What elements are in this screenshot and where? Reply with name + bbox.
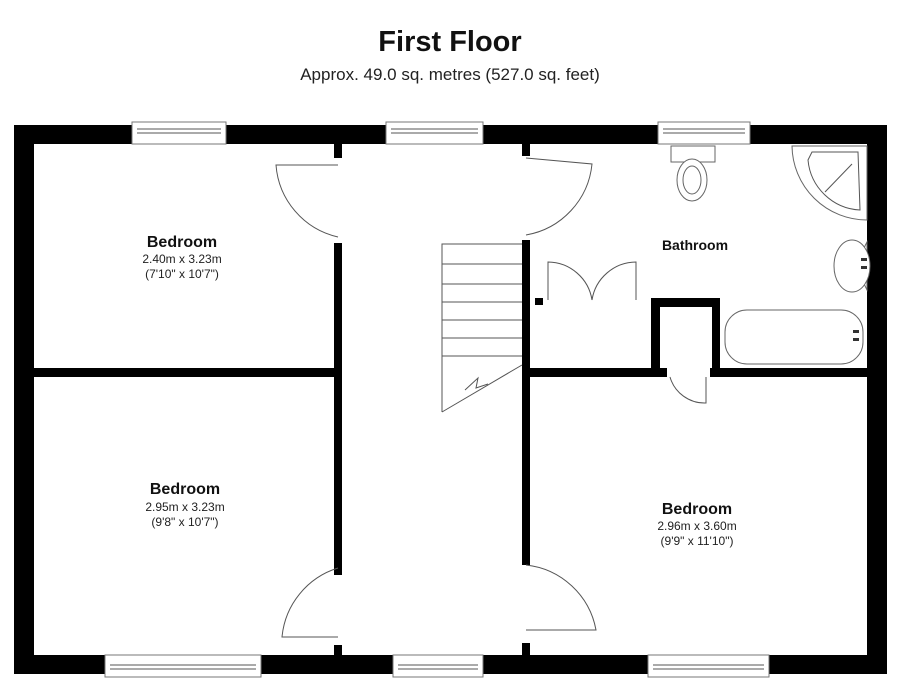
- room-name: Bathroom: [662, 237, 728, 253]
- room-bathroom: Bathroom: [662, 237, 728, 253]
- outer-walls: [14, 125, 887, 674]
- room-size-metric: 2.96m x 3.60m: [657, 519, 736, 533]
- room-size-imperial: (9'9" x 11'10"): [661, 534, 734, 548]
- interior-walls: [34, 144, 867, 655]
- shower-icon: [791, 145, 868, 221]
- door-swing: [525, 564, 597, 631]
- window: [392, 654, 484, 678]
- floor-area: Approx. 49.0 sq. metres (527.0 sq. feet): [300, 65, 600, 84]
- door-swing: [525, 157, 593, 236]
- cupboard-door: [547, 261, 593, 301]
- room-bedroom-1: Bedroom 2.40m x 3.23m (7'10" x 10'7"): [142, 234, 221, 281]
- room-bedroom-3: Bedroom 2.96m x 3.60m (9'9" x 11'10"): [657, 501, 736, 548]
- room-size-imperial: (9'8" x 10'7"): [151, 515, 218, 529]
- room-name: Bedroom: [150, 481, 220, 498]
- doors: [275, 157, 707, 638]
- room-size-imperial: (7'10" x 10'7"): [145, 267, 219, 281]
- staircase: [441, 243, 523, 413]
- floor-title: First Floor: [378, 26, 522, 58]
- door-swing: [281, 567, 339, 638]
- window: [647, 654, 770, 678]
- room-size-metric: 2.95m x 3.23m: [145, 500, 224, 514]
- window: [104, 654, 262, 678]
- room-size-metric: 2.40m x 3.23m: [142, 252, 221, 266]
- bath-icon: [724, 309, 864, 365]
- cupboard-door: [591, 261, 637, 301]
- bathroom-fixtures: [670, 145, 871, 365]
- room-name: Bedroom: [147, 234, 217, 251]
- windows: [104, 121, 770, 678]
- room-name: Bedroom: [662, 501, 732, 518]
- cupboard-door: [669, 376, 707, 404]
- room-bedroom-2: Bedroom 2.95m x 3.23m (9'8" x 10'7"): [145, 481, 224, 529]
- door-swing: [275, 164, 339, 238]
